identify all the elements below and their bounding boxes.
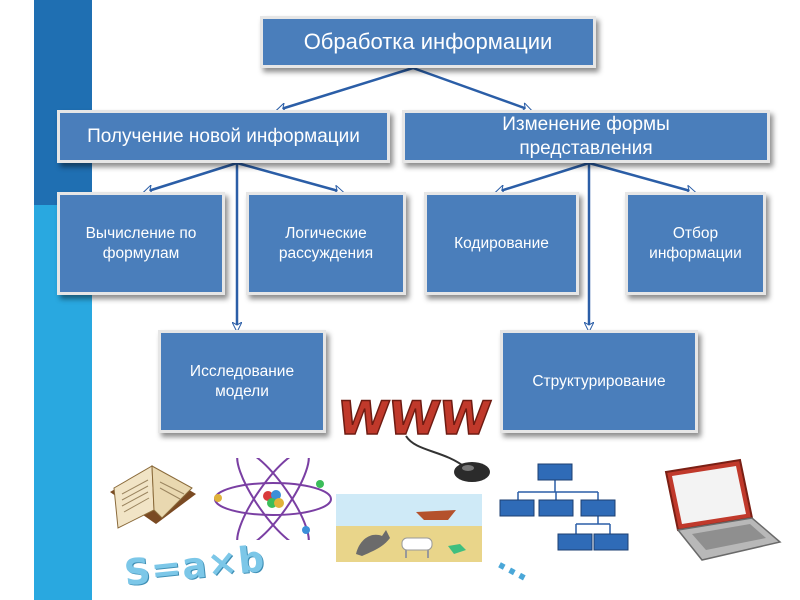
node-struct: Структурирование	[500, 330, 698, 433]
arrow-root-right	[412, 66, 530, 110]
landscape-picture	[336, 494, 482, 562]
book-icon	[110, 465, 196, 529]
org-chart-icon	[499, 463, 629, 551]
node-right-branch: Изменение формы представления	[402, 110, 770, 163]
node-select: Отбор информации	[625, 192, 766, 295]
laptop-icon	[664, 458, 782, 561]
arrow-right-coding	[497, 161, 590, 192]
arrow-left-logic	[236, 161, 342, 192]
www-text: WWW	[336, 391, 494, 445]
decor-strip-top	[34, 0, 92, 205]
node-logic: Логические рассуждения	[246, 192, 406, 295]
node-coding: Кодирование	[424, 192, 579, 295]
www-mouse-icon: WWW	[336, 390, 495, 482]
node-root: Обработка информации	[260, 16, 596, 68]
node-left-branch: Получение новой информации	[57, 110, 390, 163]
node-calc: Вычисление по формулам	[57, 192, 225, 295]
atom-icon	[214, 458, 332, 540]
node-model: Исследование модели	[158, 330, 326, 433]
arrow-root-left	[278, 66, 414, 110]
arrow-left-calc	[145, 161, 238, 192]
arrow-right-select	[588, 161, 694, 192]
